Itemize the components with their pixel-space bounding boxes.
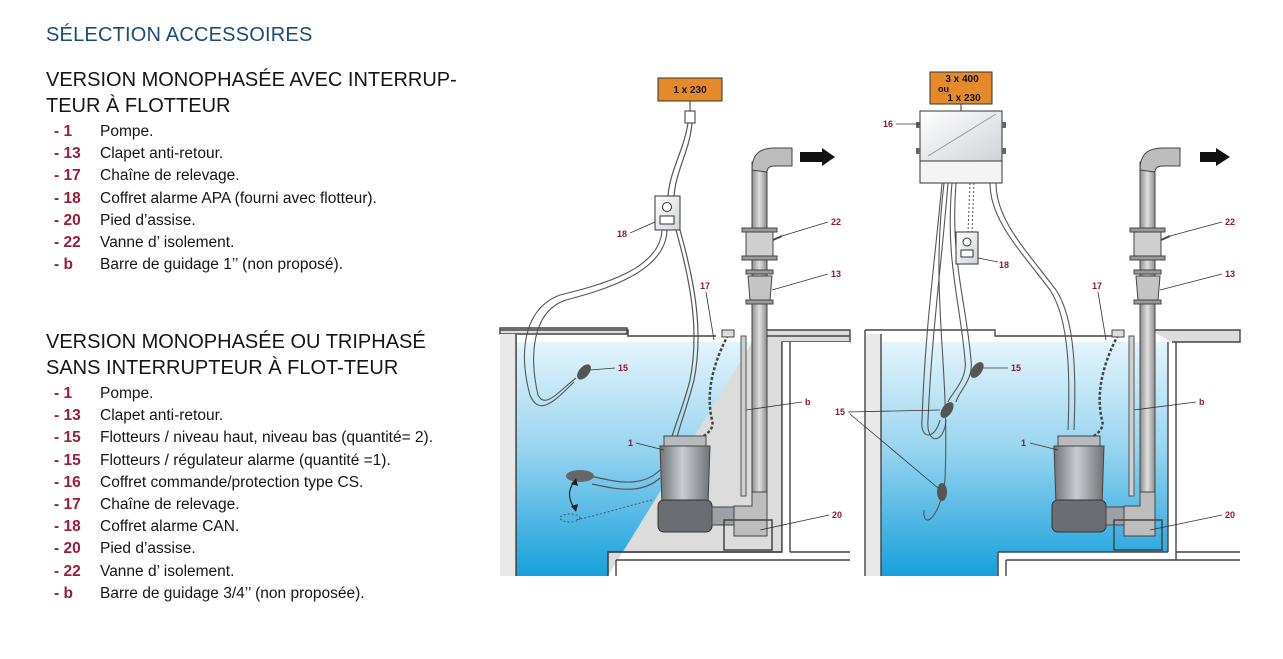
- list-item: - 22 Vanne d’ isolement.: [46, 232, 466, 254]
- float-15-diag1: [577, 364, 591, 380]
- item-code: - 16: [54, 473, 81, 491]
- item-code: - 20: [54, 211, 81, 229]
- label-16-d2: 16: [883, 119, 893, 129]
- list-item: - 1 Pompe.: [46, 121, 466, 143]
- label-b-d1: b: [805, 397, 811, 407]
- item-text: Coffret commande/protection type CS.: [100, 473, 364, 491]
- alarm-box-18: [654, 195, 681, 231]
- list-item: - 17 Chaîne de relevage.: [46, 165, 466, 187]
- item-code: - 18: [54, 189, 81, 207]
- list-item: - 22 Vanne d’ isolement.: [46, 561, 466, 583]
- label-1-d2: 1: [1021, 438, 1026, 448]
- list-item: - 18 Coffret alarme APA (fourni avec flot…: [46, 188, 466, 210]
- section1-list: - 1 Pompe. - 13 Clapet anti-retour. - 17 Chaî…: [46, 121, 466, 276]
- section-no-float: VERSION MONOPHASÉE OU TRIPHASÉ SANS INTE…: [46, 329, 466, 605]
- item-code: - b: [54, 584, 73, 602]
- supply-label-2b: 1 x 230: [947, 93, 981, 104]
- item-text: Vanne d’ isolement.: [100, 562, 235, 580]
- float-15b-diag2: [940, 402, 954, 418]
- item-code: - b: [54, 256, 73, 274]
- list-item: - 13 Clapet anti-retour.: [46, 405, 466, 427]
- supply-label-2-or: ou: [938, 84, 949, 94]
- item-code: - 17: [54, 167, 81, 185]
- item-code: - 1: [54, 385, 73, 402]
- label-18-d2: 18: [999, 260, 1009, 270]
- float-15c-diag2: [937, 483, 947, 501]
- page-heading: SÉLECTION ACCESSOIRES: [46, 24, 313, 46]
- item-text: Pompe.: [100, 385, 154, 402]
- pump-2: [1051, 435, 1163, 551]
- item-code: - 20: [54, 540, 81, 558]
- discharge-pipe-1: [751, 161, 768, 503]
- label-20-d1: 20: [832, 510, 842, 520]
- supply-label-1: 1 x 230: [673, 85, 707, 96]
- item-text: Pompe.: [100, 123, 154, 140]
- item-code: - 22: [54, 562, 81, 580]
- alarm-box-18-d2: [955, 231, 979, 265]
- label-17-d2: 17: [1092, 281, 1102, 291]
- label-13-d2: 13: [1225, 269, 1235, 279]
- list-item: - 16 Coffret commande/protection type CS.: [46, 472, 466, 494]
- list-item: - 15 Flotteurs / niveau haut, niveau bas …: [46, 427, 466, 449]
- pump-1: [657, 435, 773, 551]
- item-code: - 22: [54, 234, 81, 252]
- diagram-1: 1 x 230: [499, 77, 851, 576]
- list-item: - 17 Chaîne de relevage.: [46, 494, 466, 516]
- label-20-d2: 20: [1225, 510, 1235, 520]
- item-text: Coffret alarme APA (fourni avec flotteur…: [100, 189, 377, 207]
- label-15-d1: 15: [618, 363, 628, 373]
- list-item: - b Barre de guidage 1’’ (non proposé).: [46, 254, 466, 276]
- list-item: - 15 Flotteurs / régulateur alarme (quant…: [46, 450, 466, 472]
- label-13-d1: 13: [831, 269, 841, 279]
- label-17-d1: 17: [700, 281, 710, 291]
- list-item: - 1 Pompe.: [46, 383, 466, 405]
- section2-title: VERSION MONOPHASÉE OU TRIPHASÉ SANS INTE…: [46, 331, 426, 379]
- item-text: Flotteurs / niveau haut, niveau bas (qua…: [100, 429, 434, 447]
- item-text: Pied d’assise.: [100, 211, 196, 229]
- item-code: - 13: [54, 145, 81, 163]
- label-18-d1: 18: [617, 229, 627, 239]
- item-text: Vanne d’ isolement.: [100, 234, 235, 252]
- item-code: - 15: [54, 451, 81, 469]
- section1-title: VERSION MONOPHASÉE AVEC INTERRUP-TEUR À …: [46, 69, 457, 117]
- item-code: - 13: [54, 407, 81, 425]
- item-code: - 18: [54, 518, 81, 536]
- section2-list: - 1 Pompe. - 13 Clapet anti-retour. - 15 Flot…: [46, 383, 466, 605]
- item-text: Flotteurs / régulateur alarme (quantité …: [100, 451, 391, 469]
- label-b-d2: b: [1199, 397, 1205, 407]
- item-text: Barre de guidage 3/4’’ (non proposée).: [100, 584, 365, 602]
- supply-box-2: [929, 71, 993, 105]
- list-item: - b Barre de guidage 3/4’’ (non proposée)…: [46, 583, 466, 605]
- item-text: Chaîne de relevage.: [100, 167, 240, 185]
- label-15b-d2: 15: [835, 407, 845, 417]
- list-item: - 20 Pied d’assise.: [46, 538, 466, 560]
- label-15a-d2: 15: [1011, 363, 1021, 373]
- item-code: - 15: [54, 429, 81, 447]
- item-text: Coffret alarme CAN.: [100, 518, 240, 536]
- section-single-phase-float: VERSION MONOPHASÉE AVEC INTERRUP-TEUR À …: [46, 67, 466, 276]
- item-text: Pied d’assise.: [100, 540, 196, 558]
- discharge-pipe-2: [1139, 161, 1156, 503]
- diagram-2: 3 x 400 ou 1 x 230: [835, 71, 1241, 576]
- list-item: - 18 Coffret alarme CAN.: [46, 516, 466, 538]
- item-code: - 17: [54, 496, 81, 514]
- label-22-d2: 22: [1225, 217, 1235, 227]
- list-item: - 20 Pied d’assise.: [46, 210, 466, 232]
- control-box-16: [916, 110, 1006, 184]
- item-text: Chaîne de relevage.: [100, 496, 240, 514]
- item-code: - 1: [54, 123, 73, 140]
- label-22-d1: 22: [831, 217, 841, 227]
- supply-label-2a: 3 x 400: [945, 74, 979, 85]
- list-item: - 13 Clapet anti-retour.: [46, 143, 466, 165]
- item-text: Clapet anti-retour.: [100, 407, 224, 425]
- item-text: Barre de guidage 1’’ (non proposé).: [100, 256, 343, 274]
- float-15a-diag2: [970, 362, 984, 378]
- item-text: Clapet anti-retour.: [100, 145, 224, 163]
- label-1-d1: 1: [628, 438, 633, 448]
